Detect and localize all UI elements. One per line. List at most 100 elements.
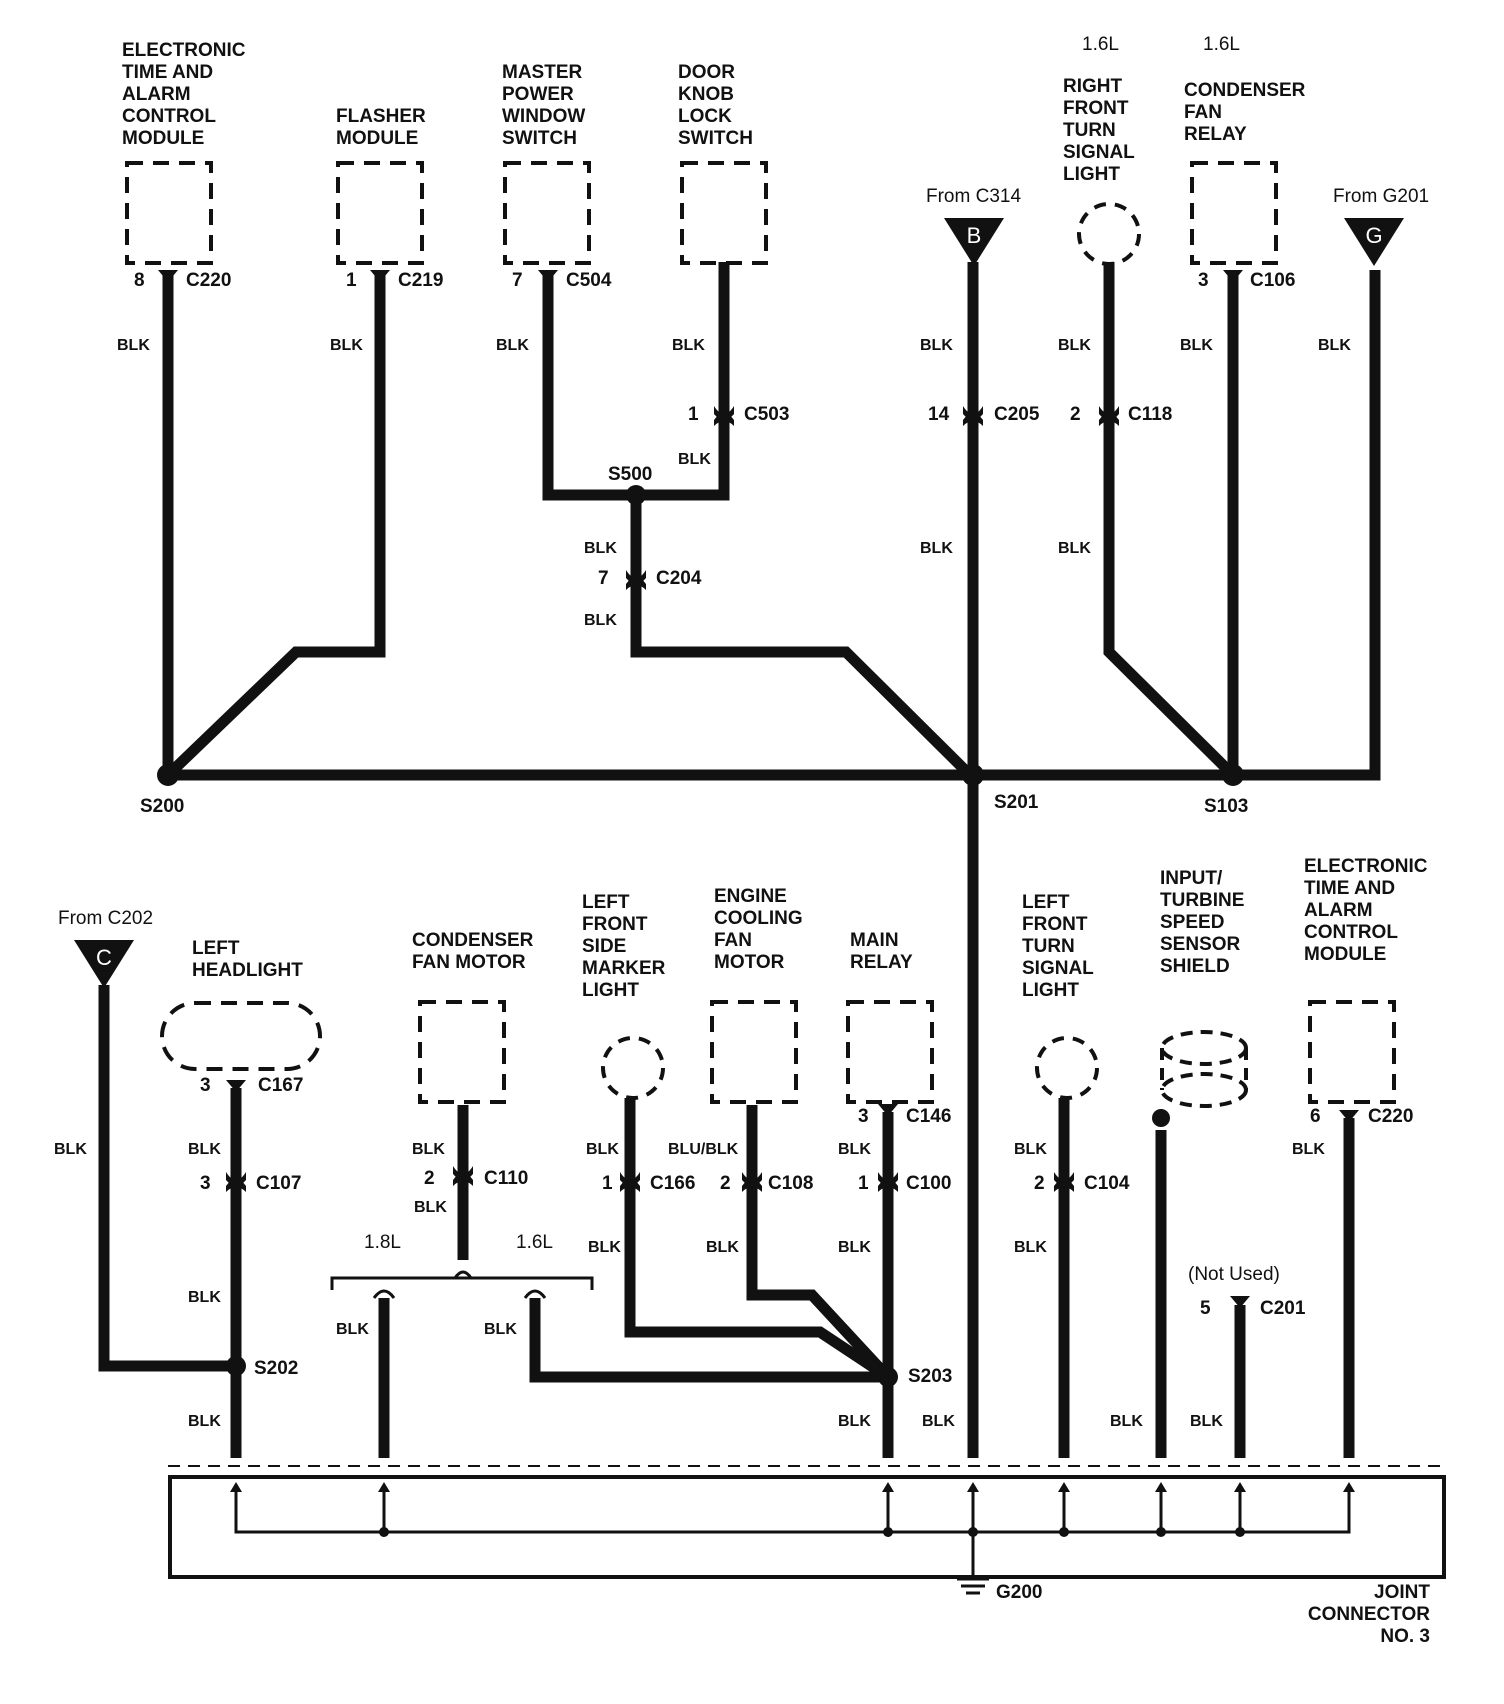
c219-pin: 1 [346, 270, 357, 291]
joint-connector-box [168, 1475, 1446, 1579]
lf-turn-label: LEFT FRONT TURN SIGNAL LIGHT [1022, 892, 1094, 1001]
svg-text:RIGHT: RIGHT [1063, 76, 1123, 97]
svg-text:LEFT: LEFT [582, 892, 630, 913]
svg-text:BLK: BLK [672, 337, 705, 354]
svg-text:COOLING: COOLING [714, 908, 803, 929]
svg-text:ENGINE: ENGINE [714, 886, 787, 907]
c167-name: C167 [258, 1075, 303, 1096]
svg-text:FAN: FAN [1184, 102, 1222, 123]
splice-s203 [878, 1367, 898, 1387]
svg-text:SIDE: SIDE [582, 936, 626, 957]
svg-text:LEFT: LEFT [1022, 892, 1070, 913]
svg-text:KNOB: KNOB [678, 84, 734, 105]
svg-text:RELAY: RELAY [850, 952, 913, 973]
c107-pin: 3 [200, 1173, 211, 1194]
svg-text:CONTROL: CONTROL [1304, 922, 1398, 943]
g200-label: G200 [996, 1582, 1042, 1603]
svg-text:BLK: BLK [1110, 1413, 1143, 1430]
splice-s200 [157, 764, 179, 786]
c167-pin: 3 [200, 1075, 211, 1096]
svg-text:BLK: BLK [678, 451, 711, 468]
svg-text:1.6L: 1.6L [1082, 34, 1119, 55]
svg-text:SHIELD: SHIELD [1160, 956, 1230, 977]
turbine-sensor-label: INPUT/ TURBINE SPEED SENSOR SHIELD [1160, 868, 1244, 977]
bracket-joint [453, 1270, 473, 1279]
variant-connector-marks [372, 1289, 547, 1299]
svg-text:MOTOR: MOTOR [714, 952, 785, 973]
c504-name: C504 [566, 270, 612, 291]
s202-label: S202 [254, 1358, 298, 1379]
c166-name: C166 [650, 1173, 695, 1194]
c201-name: C201 [1260, 1298, 1306, 1319]
svg-text:ELECTRONIC: ELECTRONIC [1304, 856, 1428, 877]
svg-text:BLK: BLK [1292, 1141, 1325, 1158]
svg-text:FLASHER: FLASHER [336, 106, 426, 127]
svg-text:LIGHT: LIGHT [1063, 164, 1120, 185]
ground-symbol-icon [957, 1577, 989, 1595]
c204-pin: 7 [598, 568, 609, 589]
svg-text:BLK: BLK [1318, 337, 1351, 354]
c220-bottom-pin: 6 [1310, 1106, 1321, 1127]
c118-pin: 2 [1070, 404, 1081, 425]
main-relay-label: MAIN RELAY [850, 930, 913, 973]
svg-text:TIME AND: TIME AND [1304, 878, 1395, 899]
bottom-wire-color-labels: BLK BLK BLK BLK BLK BLK BLK BLK BLK BLK … [54, 1141, 1325, 1430]
svg-text:BLK: BLK [54, 1141, 87, 1158]
svg-text:SENSOR: SENSOR [1160, 934, 1241, 955]
triangle-g-letter: G [1365, 223, 1382, 248]
etacm-bottom-box [1308, 1000, 1396, 1104]
wire-flasher [164, 270, 386, 779]
svg-text:RELAY: RELAY [1184, 124, 1247, 145]
c100-name: C100 [906, 1173, 951, 1194]
svg-text:BLK: BLK [584, 540, 617, 557]
engine-cooling-fan-label: ENGINE COOLING FAN MOTOR [714, 886, 803, 973]
etacm-top-box [125, 161, 213, 265]
svg-text:BLU/BLK: BLU/BLK [668, 1141, 739, 1158]
svg-text:MASTER: MASTER [502, 62, 583, 83]
wire-cond-fan-16l [529, 1298, 888, 1383]
triangle-c-letter: C [96, 945, 112, 970]
triangle-b-letter: B [967, 223, 982, 248]
svg-text:TURBINE: TURBINE [1160, 890, 1244, 911]
svg-text:BLK: BLK [588, 1239, 621, 1256]
svg-text:CONDENSER: CONDENSER [1184, 80, 1306, 101]
svg-text:1.6L: 1.6L [1203, 34, 1240, 55]
svg-text:LIGHT: LIGHT [1022, 980, 1079, 1001]
door-knob-box [680, 161, 768, 265]
svg-text:BLK: BLK [838, 1239, 871, 1256]
svg-text:BLK: BLK [586, 1141, 619, 1158]
rf-turn-label: 1.6L RIGHT FRONT TURN SIGNAL LIGHT [1063, 34, 1135, 185]
c110-pin: 2 [424, 1168, 435, 1189]
svg-text:BLK: BLK [336, 1321, 369, 1338]
svg-text:BLK: BLK [1058, 540, 1091, 557]
svg-text:ALARM: ALARM [122, 84, 191, 105]
c220-bottom-name: C220 [1368, 1106, 1413, 1127]
svg-text:DOOR: DOOR [678, 62, 735, 83]
splice-s201 [962, 764, 984, 786]
svg-text:BLK: BLK [1058, 337, 1091, 354]
svg-text:BLK: BLK [922, 1413, 955, 1430]
s103-label: S103 [1204, 796, 1248, 817]
wire-door-knob [636, 262, 730, 501]
svg-text:BLK: BLK [412, 1141, 445, 1158]
shield-ground-dot [1152, 1109, 1170, 1127]
c220-top-pin: 8 [134, 270, 145, 291]
svg-text:MODULE: MODULE [122, 128, 204, 149]
engine-18l-label: 1.8L [364, 1232, 401, 1253]
svg-text:SWITCH: SWITCH [502, 128, 577, 149]
svg-text:POWER: POWER [502, 84, 574, 105]
lf-turn-bulb [1035, 1036, 1099, 1100]
svg-text:BLK: BLK [920, 540, 953, 557]
from-c314-label: From C314 [926, 186, 1021, 207]
splice-s103 [1222, 764, 1244, 786]
left-headlight-box [160, 1001, 322, 1071]
svg-text:FAN: FAN [714, 930, 752, 951]
svg-text:JOINT: JOINT [1374, 1582, 1430, 1603]
joint-connector-label: JOINT CONNECTOR NO. 3 [1308, 1582, 1431, 1647]
svg-text:LOCK: LOCK [678, 106, 732, 127]
svg-text:MODULE: MODULE [336, 128, 418, 149]
svg-text:FRONT: FRONT [1063, 98, 1129, 119]
flasher-label: FLASHER MODULE [336, 106, 426, 149]
main-relay-box [846, 1000, 934, 1104]
